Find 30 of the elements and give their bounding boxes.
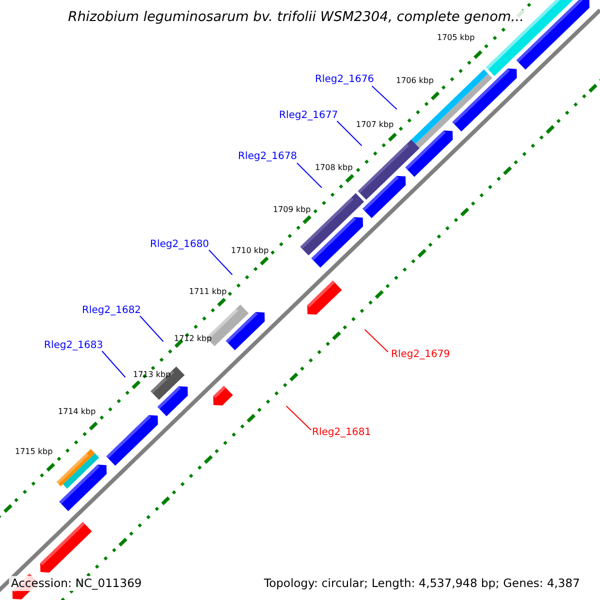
leader-line <box>296 162 322 188</box>
gene-label: Rleg2_1677 <box>279 110 338 122</box>
info-text: Accession: NC_011369 <box>9 576 144 592</box>
scale-label: 1714 kbp <box>58 407 96 416</box>
scale-label: 1715 kbp <box>15 447 53 456</box>
leader-line <box>364 329 388 352</box>
scale-label: 1707 kbp <box>356 120 394 130</box>
gene-label: Rleg2_1680 <box>150 239 210 250</box>
scale-label: 1713 kbp <box>133 370 171 380</box>
gene-label: Rleg2_1682 <box>82 305 142 316</box>
scale-label: 1709 kbp <box>273 205 311 214</box>
scale-label: 1712 kbp <box>174 334 212 344</box>
gene-label: Rleg2_1681 <box>312 427 372 438</box>
gene-label: Rleg2_1679 <box>391 349 450 360</box>
scale-label: 1705 kbp <box>437 33 475 42</box>
gene-label: Rleg2_1676 <box>315 74 374 86</box>
info-text: Topology: circular; Length: 4,537,948 bp; Genes: 4,387 <box>262 576 582 592</box>
leader-line <box>140 316 164 342</box>
leader-line <box>102 350 126 378</box>
scale-label: 1708 kbp <box>315 163 353 172</box>
leader-line <box>336 120 362 146</box>
scale-label: 1711 kbp <box>189 287 227 296</box>
leader-line <box>286 406 312 430</box>
scale-label: 1706 kbp <box>396 76 434 86</box>
title: Rhizobium leguminosarum bv. trifolii WSM2304, complete genom... <box>66 10 526 26</box>
leader-line <box>372 86 398 110</box>
gene-label: Rleg2_1678 <box>238 151 298 162</box>
scale-label: 1710 kbp <box>231 246 269 256</box>
leader-line <box>208 250 233 276</box>
gene-label: Rleg2_1683 <box>44 340 104 352</box>
